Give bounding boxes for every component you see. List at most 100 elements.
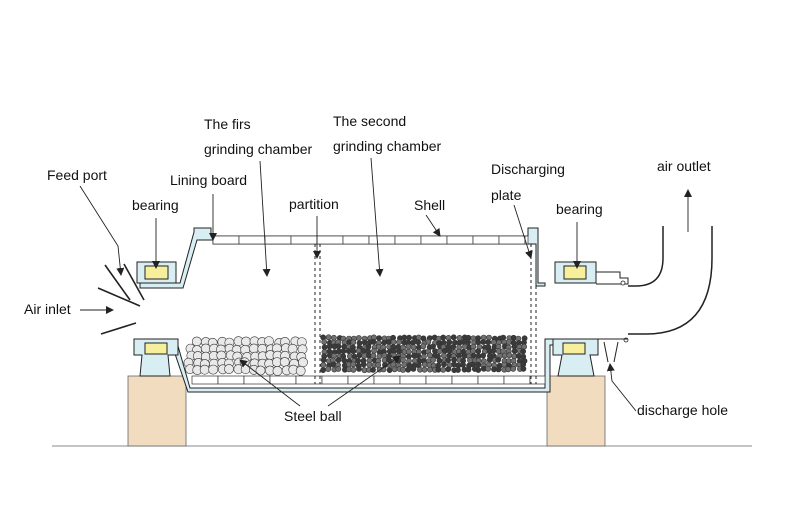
steel-ball xyxy=(436,357,443,364)
feed-chute-lower xyxy=(100,322,137,335)
bolt-top xyxy=(620,280,626,286)
lining-segment xyxy=(191,375,219,385)
left-bearing-block xyxy=(144,265,169,280)
steel-ball xyxy=(350,348,357,355)
label-second-chamber-2: grinding chamber xyxy=(333,138,442,154)
steel-ball xyxy=(436,348,443,355)
steel-ball xyxy=(401,361,408,368)
lining-segment xyxy=(399,375,427,385)
steel-ball xyxy=(370,366,376,373)
steel-ball xyxy=(390,361,397,368)
lining-segment xyxy=(446,235,474,245)
steel-ball xyxy=(355,357,361,364)
steel-ball xyxy=(350,366,357,373)
steel-ball xyxy=(420,335,427,342)
steel-ball xyxy=(506,352,513,359)
steel-ball xyxy=(371,347,377,354)
steel-ball xyxy=(360,347,367,354)
steel-ball xyxy=(381,339,388,346)
steel-ball xyxy=(356,365,362,372)
label-air-outlet: air outlet xyxy=(657,158,711,174)
steel-ball xyxy=(426,352,433,359)
lining-segment xyxy=(217,375,245,385)
label-steel-ball: Steel ball xyxy=(284,408,342,424)
steel-ball xyxy=(421,366,428,373)
steel-ball xyxy=(320,357,327,363)
lining-segment xyxy=(472,235,500,245)
steel-ball xyxy=(435,366,442,373)
steel-ball xyxy=(490,347,497,354)
lining-segment xyxy=(342,235,370,245)
steel-ball xyxy=(405,343,412,350)
steel-ball xyxy=(350,361,357,368)
left-pedestal xyxy=(127,375,187,447)
lining-segment xyxy=(477,375,505,385)
feed-funnel-left xyxy=(104,264,131,301)
steel-ball xyxy=(356,352,363,359)
steel-ball xyxy=(425,338,432,345)
right-pedestal xyxy=(546,375,606,447)
steel-ball xyxy=(191,336,202,347)
steel-ball xyxy=(440,366,447,373)
lining-board-bottom xyxy=(191,375,546,385)
label-partition: partition xyxy=(289,196,339,212)
right-lower-bearing-block xyxy=(562,342,586,355)
steel-ball xyxy=(365,343,372,350)
steel-ball xyxy=(396,339,402,345)
steel-ball xyxy=(224,364,234,374)
steel-ball xyxy=(475,361,482,368)
steel-ball xyxy=(465,366,472,373)
steel-ball xyxy=(495,356,502,363)
steel-ball xyxy=(350,339,357,346)
steel-ball xyxy=(381,352,388,359)
lining-segment xyxy=(529,375,546,385)
steel-ball xyxy=(440,334,447,341)
steel-ball xyxy=(272,365,283,376)
steel-ball xyxy=(520,348,526,355)
steel-ball xyxy=(465,339,471,345)
steel-ball-leader-left xyxy=(239,359,301,407)
steel-ball xyxy=(376,353,383,360)
steel-ball xyxy=(441,361,447,368)
steel-ball xyxy=(321,338,328,345)
label-discharging-plate-2: plate xyxy=(491,187,522,203)
label-second-chamber-1: The second xyxy=(333,113,407,129)
steel-ball xyxy=(430,356,436,363)
label-shell: Shell xyxy=(414,197,446,213)
steel-ball xyxy=(480,339,487,345)
steel-ball xyxy=(410,344,417,351)
steel-ball xyxy=(355,335,362,341)
steel-balls-first-chamber xyxy=(183,336,308,376)
steel-ball xyxy=(475,339,482,346)
steel-ball xyxy=(486,356,493,363)
steel-ball xyxy=(325,334,332,341)
steel-balls-second-chamber xyxy=(320,334,528,374)
label-bearing-right: bearing xyxy=(556,201,603,217)
steel-ball xyxy=(248,343,259,354)
lining-segment xyxy=(295,375,323,385)
steel-ball-leader-right xyxy=(327,355,401,407)
steel-ball xyxy=(370,338,377,345)
steel-ball xyxy=(330,334,337,341)
steel-ball xyxy=(298,357,308,368)
lining-segment xyxy=(269,375,297,385)
label-feed-port: Feed port xyxy=(47,167,107,183)
label-first-chamber-1: The firs xyxy=(204,116,251,132)
steel-ball xyxy=(200,343,211,354)
lining-segment xyxy=(290,235,318,245)
discharge-hole-line-a xyxy=(603,341,609,363)
discharging-plate-leader xyxy=(513,204,533,259)
steel-ball xyxy=(335,357,342,363)
steel-ball xyxy=(264,336,274,346)
steel-ball xyxy=(475,367,482,373)
steel-ball xyxy=(241,336,251,347)
steel-ball xyxy=(460,361,466,368)
steel-ball xyxy=(366,361,373,368)
lining-segment xyxy=(316,235,344,245)
feed-chute-upper xyxy=(97,287,141,307)
steel-ball xyxy=(406,334,412,341)
steel-ball xyxy=(415,334,422,341)
steel-ball xyxy=(415,353,422,359)
steel-ball xyxy=(475,348,482,355)
